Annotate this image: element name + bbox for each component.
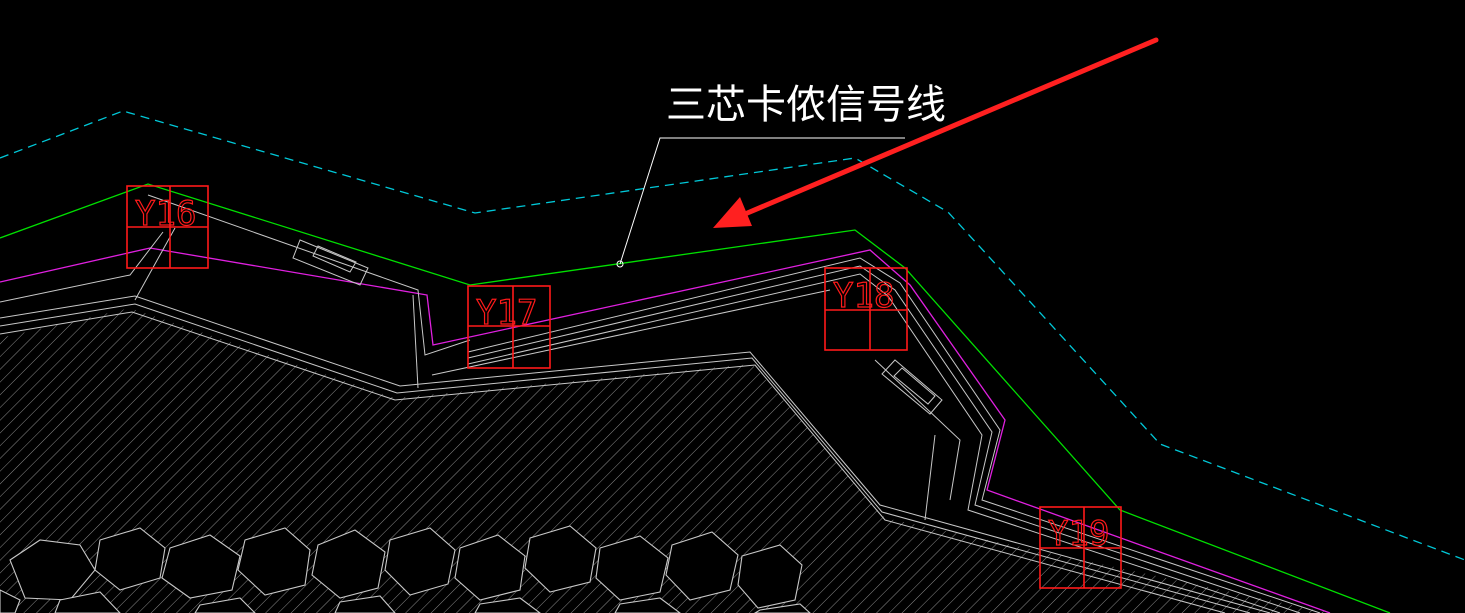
red-arrow-icon <box>713 37 1159 228</box>
annotation-label: 三芯卡侬信号线 <box>666 82 946 128</box>
device-box-1 <box>292 239 369 286</box>
hatched-slope-area <box>0 308 1330 613</box>
marker-label-y18: Y18 <box>833 276 894 316</box>
signal-cable-line <box>0 183 1391 613</box>
marker-box-y19[interactable] <box>1039 506 1122 589</box>
rock-pattern <box>0 525 811 613</box>
annotation-leader <box>616 137 905 268</box>
magenta-pipe-line <box>0 247 1331 613</box>
marker-box-y17[interactable] <box>467 285 551 369</box>
marker-label-y19: Y19 <box>1048 514 1109 554</box>
structure-lines <box>0 194 1321 613</box>
marker-box-y16[interactable] <box>126 185 209 269</box>
device-box-2 <box>881 359 943 415</box>
marker-label-y17: Y17 <box>476 293 537 333</box>
marker-box-y18[interactable] <box>824 267 908 351</box>
marker-label-y16: Y16 <box>135 194 196 234</box>
